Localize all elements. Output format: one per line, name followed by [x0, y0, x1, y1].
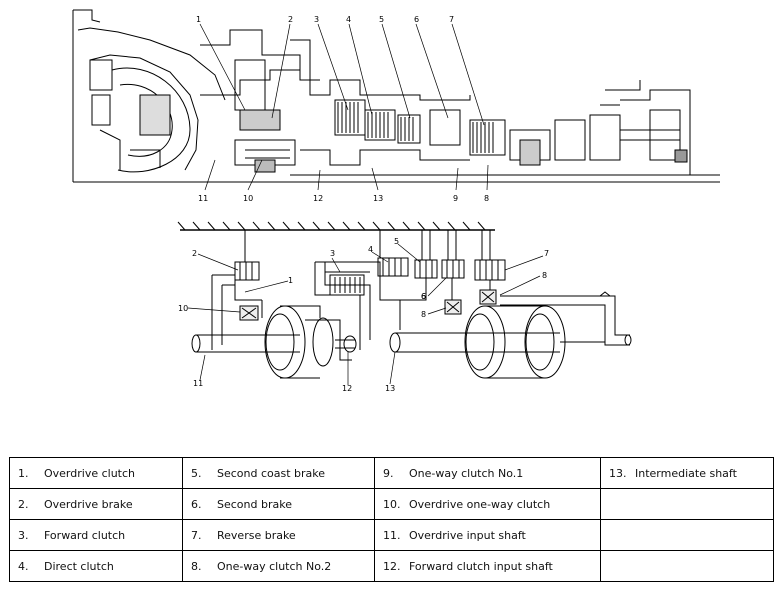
top-callout-6: 6 — [414, 15, 419, 24]
top-callouts: 1 2 3 4 5 6 7 11 10 12 13 9 8 — [196, 15, 489, 203]
top-callout-10: 10 — [243, 194, 253, 203]
legend-cell: 6.Second brake — [182, 488, 375, 520]
transmission-diagram: 1 2 3 4 5 6 7 11 10 12 13 9 8 — [72, 9, 720, 393]
bottom-callout-2: 2 — [192, 249, 197, 258]
top-callout-13: 13 — [373, 194, 383, 203]
legend-table: 1.Overdrive clutch 5.Second coast brake … — [9, 457, 774, 582]
legend-cell: 1.Overdrive clutch — [9, 457, 183, 489]
legend-row: 1.Overdrive clutch 5.Second coast brake … — [9, 457, 774, 489]
legend-cell: 3.Forward clutch — [9, 519, 183, 551]
legend-cell: 13.Intermediate shaft — [600, 457, 774, 489]
legend-cell — [600, 488, 774, 520]
top-leader-lines — [199, 23, 489, 191]
legend-row: 3.Forward clutch 7.Reverse brake 11.Over… — [9, 519, 774, 551]
top-callout-9: 9 — [453, 194, 458, 203]
legend-cell: 11.Overdrive input shaft — [374, 519, 601, 551]
legend-cell: 2.Overdrive brake — [9, 488, 183, 520]
bottom-callout-7: 7 — [544, 249, 549, 258]
bottom-callout-11: 11 — [193, 379, 203, 388]
legend-cell: 4.Direct clutch — [9, 550, 183, 582]
bottom-callout-3: 3 — [330, 249, 335, 258]
top-callout-4: 4 — [346, 15, 351, 24]
legend-cell: 12.Forward clutch input shaft — [374, 550, 601, 582]
legend-cell: 8.One-way clutch No.2 — [182, 550, 375, 582]
bottom-callout-5: 5 — [394, 237, 399, 246]
bottom-callout-13: 13 — [385, 384, 395, 393]
top-callout-5: 5 — [379, 15, 384, 24]
top-callout-2: 2 — [288, 15, 293, 24]
legend-cell: 9.One-way clutch No.1 — [374, 457, 601, 489]
bottom-callout-6b: 6 — [421, 292, 426, 301]
legend-cell — [600, 519, 774, 551]
schematic-drawing — [177, 221, 632, 379]
bottom-callout-12: 12 — [342, 384, 352, 393]
bottom-callout-10: 10 — [178, 304, 188, 313]
top-callout-11: 11 — [198, 194, 208, 203]
legend-row: 2.Overdrive brake 6.Second brake 10.Over… — [9, 488, 774, 520]
bottom-leader-lines — [187, 243, 544, 385]
legend-cell: 10.Overdrive one-way clutch — [374, 488, 601, 520]
top-callout-1: 1 — [196, 15, 201, 24]
bottom-callout-8a: 8 — [542, 271, 547, 280]
bottom-callouts: 2 1 10 3 4 5 6 7 6 8 8 11 12 13 — [178, 237, 549, 393]
legend-row: 4.Direct clutch 8.One-way clutch No.2 12… — [9, 550, 774, 582]
legend-cell: 5.Second coast brake — [182, 457, 375, 489]
bottom-callout-4: 4 — [368, 245, 373, 254]
bottom-callout-8b: 8 — [421, 310, 426, 319]
top-callout-3: 3 — [314, 15, 319, 24]
bottom-callout-6a: 6 — [421, 292, 426, 301]
bottom-callout-1: 1 — [288, 276, 293, 285]
top-callout-12: 12 — [313, 194, 323, 203]
cross-section-drawing — [72, 9, 720, 183]
legend-cell: 7.Reverse brake — [182, 519, 375, 551]
top-callout-7: 7 — [449, 15, 454, 24]
legend-cell — [600, 550, 774, 582]
top-callout-8: 8 — [484, 194, 489, 203]
